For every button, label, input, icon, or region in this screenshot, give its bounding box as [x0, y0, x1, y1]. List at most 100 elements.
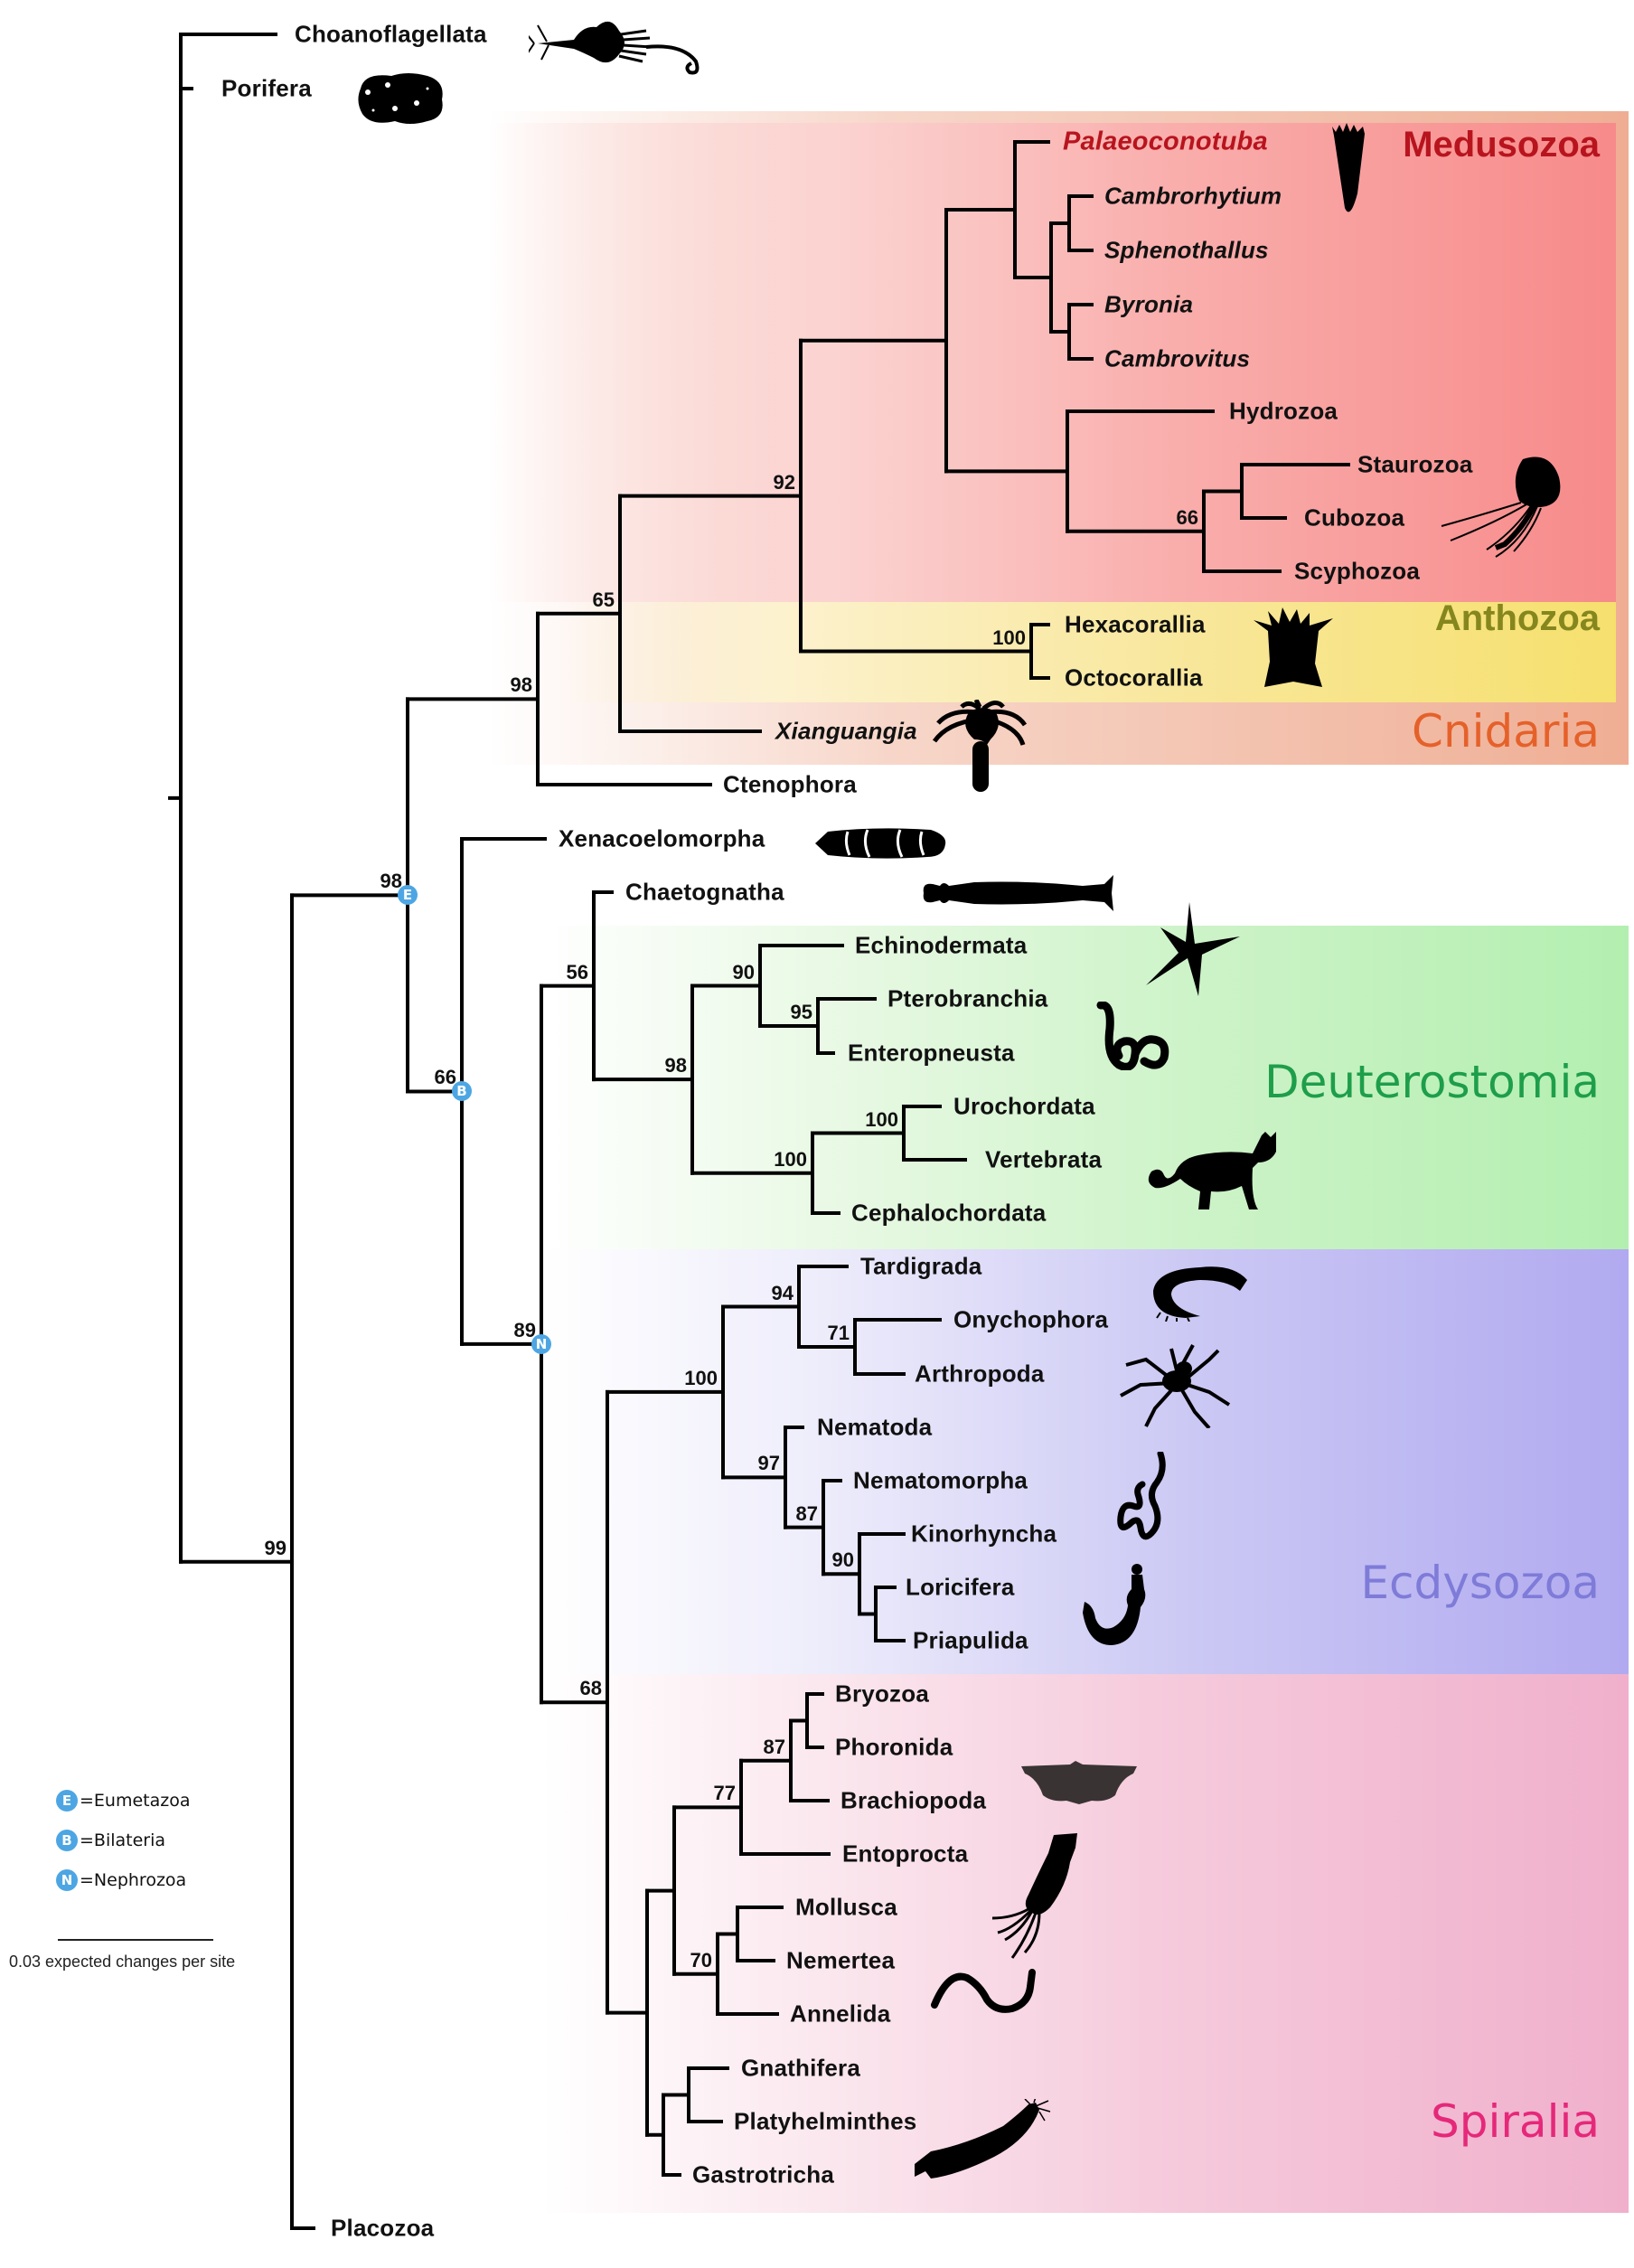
velvet-worm-icon — [1153, 1266, 1247, 1322]
eumetazoa-marker-icon: E — [56, 1790, 78, 1812]
taxon-label-arthropoda: Arthropoda — [915, 1360, 1045, 1388]
taxon-label-choanoflagellata: Choanoflagellata — [295, 20, 487, 48]
taxon-label-nemertea: Nemertea — [786, 1946, 896, 1974]
support-value-n_chordata: 100 — [774, 1147, 807, 1171]
taxon-label-onychophora: Onychophora — [953, 1305, 1109, 1333]
eumetazoa-marker-icon: E — [398, 885, 418, 906]
taxon-label-mollusca: Mollusca — [795, 1893, 897, 1921]
taxon-label-vertebrata: Vertebrata — [985, 1145, 1103, 1173]
taxon-label-platyhelminthes: Platyhelminthes — [734, 2107, 917, 2135]
support-value-n_lophophorata_ento: 77 — [713, 1782, 736, 1805]
taxon-label-pterobranchia: Pterobranchia — [887, 984, 1048, 1012]
support-value-n_metazoa_99: 99 — [264, 1536, 286, 1559]
acoel-worm-icon — [815, 828, 946, 859]
support-value-n_panarthropoda: 94 — [771, 1281, 794, 1304]
conical-tube-polyp-icon — [1332, 123, 1365, 212]
mammal-icon — [1148, 1132, 1276, 1209]
support-value-n_moll_nem_ann: 70 — [690, 1948, 712, 1972]
taxon-label-chaetognatha: Chaetognatha — [625, 878, 784, 906]
arrow-worm-icon — [923, 875, 1113, 911]
support-value-n_cnid_cteno: 98 — [510, 673, 532, 697]
priapulid-icon — [1083, 1564, 1146, 1645]
clade-label-deuterostomia: Deuterostomia — [1264, 1056, 1600, 1108]
support-value-n_stauro_cubo_scypho: 66 — [1176, 505, 1198, 529]
clade-label-medusozoa: Medusozoa — [1403, 125, 1600, 165]
taxon-label-byronia: Byronia — [1104, 290, 1194, 318]
support-value-n_deuterostomia: 98 — [664, 1054, 687, 1078]
taxon-label-phoronida: Phoronida — [835, 1733, 953, 1761]
legend-item-eumetazoa: E =Eumetazoa — [56, 1781, 191, 1821]
support-value-n_ambulacraria: 90 — [732, 960, 755, 983]
taxon-label-sphenothallus: Sphenothallus — [1104, 236, 1269, 264]
xianguangia-polyp-icon — [933, 700, 1028, 792]
clade-band-spiralia — [542, 1674, 1629, 2213]
taxon-label-xianguangia: Xianguangia — [775, 717, 917, 745]
taxon-label-scyphozoa: Scyphozoa — [1294, 557, 1421, 585]
nephrozoa-marker-icon: N — [531, 1333, 551, 1354]
support-value-n_scalidophora: 90 — [831, 1548, 854, 1572]
squid-icon — [991, 1833, 1077, 1959]
taxon-label-hydrozoa: Hydrozoa — [1229, 397, 1338, 425]
support-value-n_cnidaria: 65 — [592, 588, 615, 611]
acorn-worm-icon — [1096, 1002, 1169, 1070]
nephrozoa-marker-icon: N — [56, 1869, 78, 1891]
support-value-n_olfactores: 100 — [865, 1107, 898, 1131]
taxon-label-cambrovitus: Cambrovitus — [1104, 344, 1251, 372]
clade-band-medusozoa — [488, 123, 1616, 602]
taxon-label-nematomorpha: Nematomorpha — [853, 1466, 1028, 1494]
clade-label-cnidaria: Cnidaria — [1412, 705, 1600, 758]
taxon-label-urochordata: Urochordata — [953, 1092, 1095, 1120]
clade-label-ecdysozoa: Ecdysozoa — [1360, 1557, 1600, 1609]
clade-band-deuterostomia — [542, 926, 1629, 1249]
legend-label: =Eumetazoa — [80, 1791, 191, 1811]
taxon-label-ctenophora: Ctenophora — [723, 770, 857, 798]
horsehair-worm-icon — [1117, 1452, 1166, 1540]
taxon-label-priapulida: Priapulida — [913, 1626, 1028, 1654]
legend: E =Eumetazoa B =Bilateria N =Nephrozoa — [56, 1781, 191, 1900]
sponge-icon — [358, 73, 443, 124]
taxon-label-echinodermata: Echinodermata — [855, 931, 1028, 959]
taxon-label-bryozoa: Bryozoa — [835, 1680, 929, 1708]
legend-label: =Bilateria — [80, 1830, 166, 1850]
support-value-n_lophophorata: 87 — [763, 1735, 785, 1758]
taxon-label-cephalochordata: Cephalochordata — [851, 1199, 1047, 1227]
brachiopod-shell-icon — [1021, 1761, 1137, 1804]
taxon-label-enteropneusta: Enteropneusta — [848, 1039, 1015, 1067]
support-value-n_medu_antho: 92 — [773, 470, 795, 494]
clade-band-anthozoa — [560, 602, 1616, 702]
legend-label: =Nephrozoa — [80, 1870, 187, 1890]
clade-label-spiralia: Spiralia — [1431, 2095, 1600, 2148]
taxon-label-gastrotricha: Gastrotricha — [692, 2160, 835, 2188]
support-value-n_hemichordata: 95 — [790, 1001, 812, 1023]
taxon-label-staurozoa: Staurozoa — [1357, 450, 1473, 478]
taxon-label-brachiopoda: Brachiopoda — [840, 1786, 987, 1814]
annelid-worm-icon — [931, 1969, 1036, 2013]
support-value-n_nematoida_scalid: 97 — [757, 1452, 780, 1475]
scale-bar — [58, 1939, 213, 1941]
sea-anemone-icon — [1254, 607, 1333, 687]
clade-label-anthozoa: Anthozoa — [1434, 598, 1600, 638]
taxon-label-entoprocta: Entoprocta — [842, 1840, 969, 1868]
taxon-label-nematoda: Nematoda — [817, 1413, 933, 1441]
bilateria-marker-icon: B — [452, 1081, 472, 1102]
taxon-label-kinorhyncha: Kinorhyncha — [911, 1520, 1057, 1548]
taxon-label-loricifera: Loricifera — [906, 1573, 1015, 1601]
support-value-n_ecdysozoa: 100 — [684, 1366, 718, 1389]
scale-bar-label: 0.03 expected changes per site — [9, 1953, 236, 1971]
support-value-n_tactopoda: 71 — [827, 1322, 850, 1344]
choanoflagellate-icon — [529, 21, 700, 75]
taxon-label-porifera: Porifera — [221, 74, 312, 102]
taxon-label-octocorallia: Octocorallia — [1065, 663, 1203, 692]
jellyfish-icon — [1441, 456, 1561, 558]
spider-icon — [1120, 1344, 1231, 1428]
taxon-label-placozoa: Placozoa — [331, 2214, 435, 2242]
support-value-n_protostomia: 68 — [579, 1677, 602, 1700]
legend-item-bilateria: B =Bilateria — [56, 1821, 191, 1860]
bilateria-marker-icon: B — [56, 1830, 78, 1851]
legend-item-nephrozoa: N =Nephrozoa — [56, 1860, 191, 1900]
taxon-label-xenacoelomorpha: Xenacoelomorpha — [559, 824, 765, 852]
taxon-label-tardigrada: Tardigrada — [860, 1252, 982, 1280]
flatworm-icon — [915, 2099, 1051, 2179]
